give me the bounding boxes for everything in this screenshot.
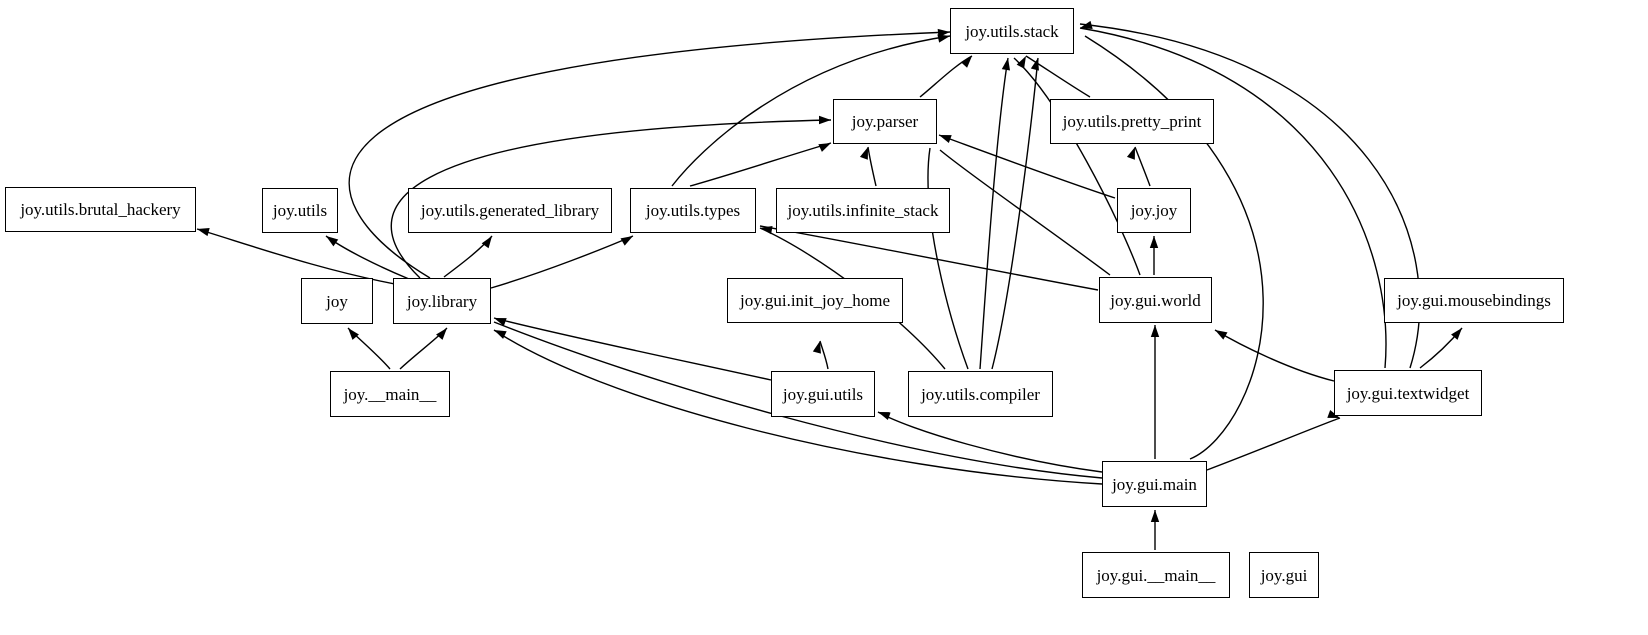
graph-node-label: joy.utils xyxy=(272,201,328,220)
graph-node-joy-utils-stack[interactable]: joy.utils.stack xyxy=(950,8,1074,54)
graph-node-label: joy.utils.infinite_stack xyxy=(787,201,939,220)
graph-node-label: joy.gui xyxy=(1260,565,1308,585)
graph-node-label: joy.utils.types xyxy=(645,201,741,220)
graph-node-label: joy.utils.stack xyxy=(965,21,1059,41)
graph-node-label: joy.__main__ xyxy=(343,384,437,404)
graph-node-joy-utils-compiler[interactable]: joy.utils.compiler xyxy=(908,371,1053,417)
graph-node-joy-gui-textwidget[interactable]: joy.gui.textwidget xyxy=(1334,370,1482,416)
graph-node-joy-parser[interactable]: joy.parser xyxy=(833,99,937,144)
graph-node-joy-utils-brutal-hackery[interactable]: joy.utils.brutal_hackery xyxy=(5,187,196,232)
graph-node-joy-utils-types[interactable]: joy.utils.types xyxy=(630,188,756,233)
graph-node-label: joy.parser xyxy=(851,112,919,131)
graph-node-label: joy.gui.__main__ xyxy=(1096,565,1216,585)
graph-node-joy-gui[interactable]: joy.gui xyxy=(1249,552,1319,598)
graph-node-label: joy.utils.pretty_print xyxy=(1062,112,1202,131)
graph-node-joy-library[interactable]: joy.library xyxy=(393,278,491,324)
graph-node-label: joy.gui.init_joy_home xyxy=(739,291,890,310)
graph-node-label: joy.library xyxy=(406,291,478,311)
graph-node-label: joy.utils.compiler xyxy=(921,384,1040,404)
graph-node-joy-main[interactable]: joy.__main__ xyxy=(330,371,450,417)
graph-node-joy-utils-generated-library[interactable]: joy.utils.generated_library xyxy=(408,188,612,233)
graph-node-label: joy.gui.textwidget xyxy=(1346,383,1470,403)
graph-node-joy-utils-pretty-print[interactable]: joy.utils.pretty_print xyxy=(1050,99,1214,144)
graph-node-label: joy.joy xyxy=(1130,201,1178,220)
graph-node-joy-gui-main[interactable]: joy.gui.main xyxy=(1102,461,1207,507)
graph-node-joy-gui-world[interactable]: joy.gui.world xyxy=(1099,277,1212,323)
graph-node-joy-joy[interactable]: joy.joy xyxy=(1117,188,1191,233)
graph-node-joy-gui-init-joy-home[interactable]: joy.gui.init_joy_home xyxy=(727,278,903,323)
graph-node-joy-gui-mousebindings[interactable]: joy.gui.mousebindings xyxy=(1384,278,1564,323)
graph-node-label: joy.utils.brutal_hackery xyxy=(20,200,181,219)
graph-node-label: joy.gui.utils xyxy=(782,384,864,404)
graph-node-joy-utils-infinite-stack[interactable]: joy.utils.infinite_stack xyxy=(776,188,950,233)
graph-node-label: joy.gui.world xyxy=(1110,290,1201,310)
graph-node-joy[interactable]: joy xyxy=(301,278,373,324)
graph-node-label: joy.utils.generated_library xyxy=(420,201,600,220)
graph-node-joy-gui-main[interactable]: joy.gui.__main__ xyxy=(1082,552,1230,598)
graph-node-joy-utils[interactable]: joy.utils xyxy=(262,188,338,233)
graph-node-joy-gui-utils[interactable]: joy.gui.utils xyxy=(771,371,875,417)
graph-node-label: joy.gui.mousebindings xyxy=(1397,291,1551,310)
graph-node-label: joy.gui.main xyxy=(1112,474,1197,494)
graph-node-label: joy xyxy=(326,291,348,311)
